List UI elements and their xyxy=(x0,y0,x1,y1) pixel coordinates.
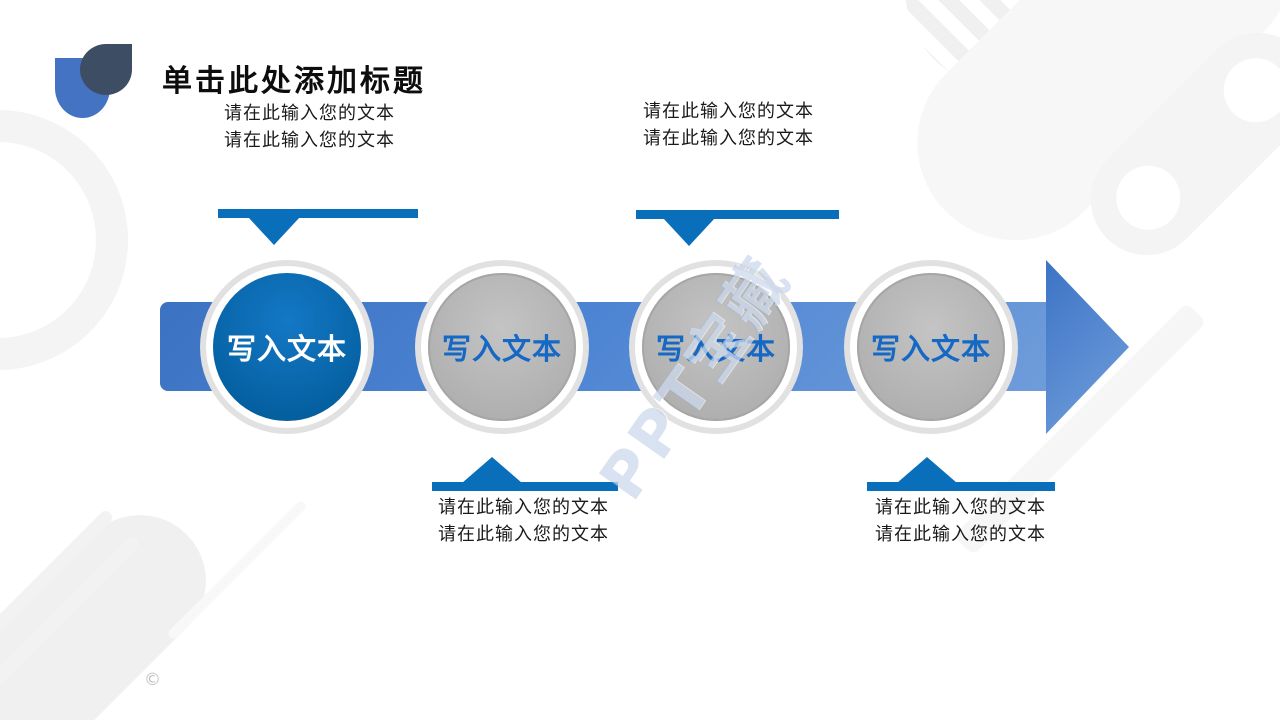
note-line: 请在此输入您的文本 xyxy=(875,497,1046,518)
decor-hole xyxy=(1103,152,1194,243)
note-line: 请在此输入您的文本 xyxy=(643,128,814,149)
note-step-4[interactable]: 请在此输入您的文本 请在此输入您的文本 xyxy=(875,494,1047,548)
step-circle-3[interactable]: 写入文本 xyxy=(629,260,803,434)
note-line: 请在此输入您的文本 xyxy=(224,103,395,124)
note-line: 请在此输入您的文本 xyxy=(643,101,814,122)
callout-pointer-step-3 xyxy=(663,218,715,246)
step-label: 写入文本 xyxy=(857,273,1005,421)
logo-leaf-dark xyxy=(80,44,132,95)
callout-pointer-step-2 xyxy=(462,457,522,483)
note-line: 请在此输入您的文本 xyxy=(438,497,609,518)
note-step-2[interactable]: 请在此输入您的文本 请在此输入您的文本 xyxy=(438,494,610,548)
note-step-1[interactable]: 请在此输入您的文本 请在此输入您的文本 xyxy=(224,100,396,154)
callout-pointer-step-1 xyxy=(248,217,300,245)
step-circle-4[interactable]: 写入文本 xyxy=(844,260,1018,434)
note-line: 请在此输入您的文本 xyxy=(438,524,609,545)
step-label: 写入文本 xyxy=(428,273,576,421)
callout-pointer-step-4 xyxy=(897,457,957,483)
step-label: 写入文本 xyxy=(642,273,790,421)
decor-ring-left xyxy=(0,110,128,370)
note-line: 请在此输入您的文本 xyxy=(224,130,395,151)
copyright-icon: © xyxy=(144,670,161,690)
slide-title-placeholder[interactable]: 单击此处添加标题 xyxy=(162,64,426,99)
step-circle-1[interactable]: 写入文本 xyxy=(200,260,374,434)
callout-bar-step-3 xyxy=(636,210,839,219)
note-line: 请在此输入您的文本 xyxy=(875,524,1046,545)
note-step-3[interactable]: 请在此输入您的文本 请在此输入您的文本 xyxy=(643,98,815,152)
step-circle-2[interactable]: 写入文本 xyxy=(415,260,589,434)
decor-hole xyxy=(1210,45,1280,136)
callout-bar-step-1 xyxy=(218,209,418,218)
callout-bar-step-2 xyxy=(432,482,618,491)
step-label: 写入文本 xyxy=(213,273,361,421)
callout-bar-step-4 xyxy=(867,482,1055,491)
